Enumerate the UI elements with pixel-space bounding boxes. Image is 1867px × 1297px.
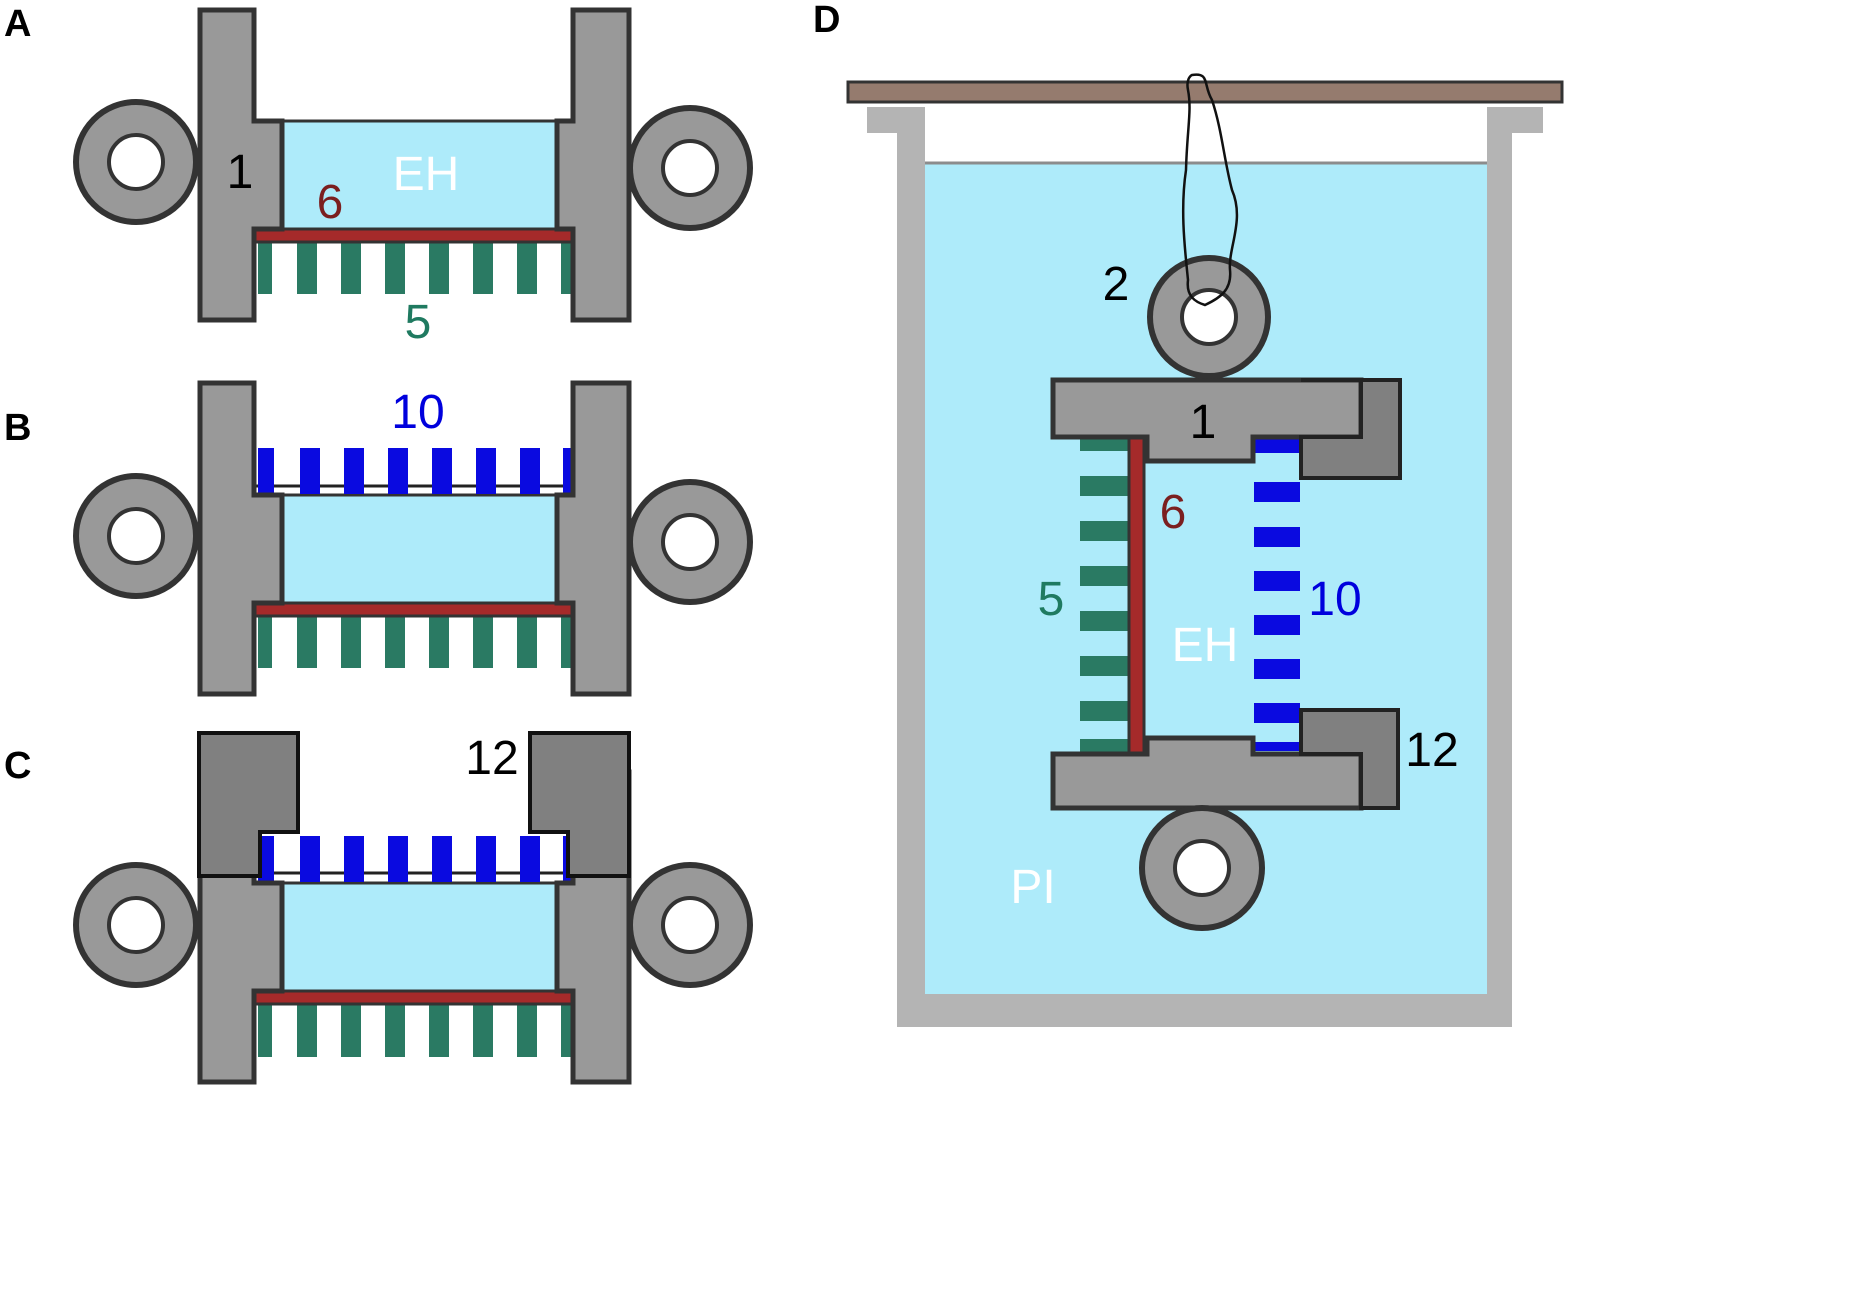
right-ring-hole-icon	[661, 139, 719, 197]
panel-a-membrane	[250, 227, 578, 244]
pi-label: PI	[1010, 861, 1055, 914]
panel-b-membrane	[250, 601, 578, 618]
panel-c-rings	[73, 862, 753, 988]
panel-a-right-frame	[554, 7, 632, 323]
eh-label-d: EH	[1172, 619, 1239, 672]
panel-b-left-frame	[197, 380, 285, 697]
left-ring-hole-icon	[107, 896, 165, 954]
right-ring-hole-icon	[661, 896, 719, 954]
clamp-label: 12	[465, 732, 518, 785]
panel-letter-d: D	[813, 0, 840, 41]
panel-a-chamber-liquid	[280, 119, 560, 233]
panel-a-left-frame	[197, 7, 285, 323]
panel-b-pins	[258, 616, 573, 668]
beaker-lid	[846, 80, 1564, 104]
panel-c-membrane	[250, 989, 578, 1006]
bottom-ring-hole-icon	[1173, 839, 1231, 897]
panel-c: C 12	[4, 731, 753, 1085]
panel-b-chamber-liquid	[280, 493, 560, 607]
panel-a-rings	[73, 99, 753, 231]
eh-label: EH	[393, 148, 460, 201]
panel-c-top-pins	[258, 836, 573, 882]
left-ring-hole-icon	[107, 133, 165, 191]
pins-label: 5	[405, 296, 432, 349]
suspension-thread	[1181, 73, 1239, 307]
vertical-pins-blue	[1254, 436, 1300, 751]
panel-c-pins	[258, 1005, 573, 1057]
panel-c-left-clamp	[197, 731, 300, 878]
left-ring-hole-icon	[107, 507, 165, 565]
panel-letter-a: A	[4, 3, 31, 45]
pins-label-d: 5	[1038, 573, 1065, 626]
panel-b: B 10	[4, 380, 753, 697]
panel-letter-c: C	[4, 745, 31, 787]
vertical-pins-green	[1080, 436, 1128, 753]
top-pins-label-d: 10	[1308, 573, 1361, 626]
top-pins-label: 10	[391, 386, 444, 439]
panel-c-chamber-liquid	[280, 881, 560, 995]
top-hook-ring-hole-icon	[1180, 288, 1238, 346]
panel-letter-b: B	[4, 407, 31, 449]
right-ring-hole-icon	[661, 513, 719, 571]
top-clamp	[1299, 378, 1402, 480]
panel-d: D PI 2 1 6 5 10 EH	[813, 0, 1564, 1027]
panel-c-right-clamp	[528, 731, 631, 878]
frame-label: 1	[227, 146, 254, 199]
membrane-label: 6	[317, 176, 344, 229]
panel-a-pins	[258, 242, 573, 294]
bottom-clamp	[1299, 708, 1400, 810]
membrane-label-d: 6	[1160, 486, 1187, 539]
panel-b-top-pins	[258, 448, 573, 494]
hook-label: 2	[1103, 258, 1130, 311]
panel-a: A 1 6 EH 5	[4, 3, 753, 349]
vertical-membrane	[1127, 430, 1146, 756]
clamp-label-d: 12	[1405, 724, 1458, 777]
frame-label-d: 1	[1190, 396, 1217, 449]
panel-b-right-frame	[554, 380, 632, 697]
